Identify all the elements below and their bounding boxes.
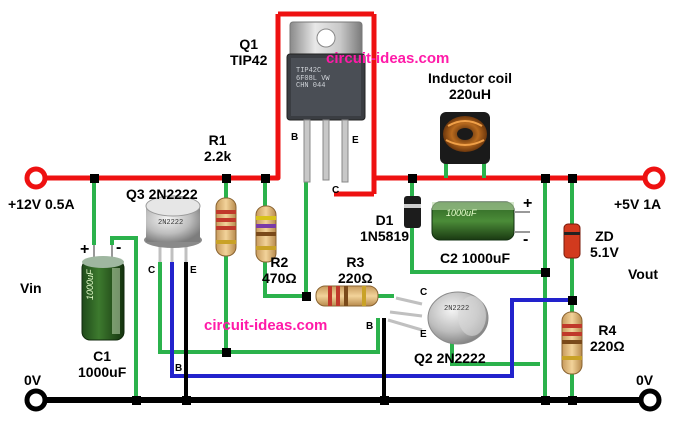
c1-marking: 1000uF <box>85 269 95 300</box>
r1-name: R1 <box>208 132 227 148</box>
terminal-output-positive <box>642 166 666 190</box>
q2-pin-b: B <box>366 321 374 332</box>
inductor-value: 220uH <box>448 86 492 103</box>
r3-label: R3 220Ω <box>338 254 373 286</box>
r4-name: R4 <box>598 322 617 338</box>
zd-name: ZD <box>595 228 614 244</box>
ground-label-left: 0V <box>24 372 42 388</box>
q3-pin-c: C <box>148 265 156 276</box>
c1-minus-mark: - <box>116 239 122 256</box>
d1-part: 1N5819 <box>360 228 410 245</box>
q1-marking-line3: CHN 044 <box>296 82 326 91</box>
output-rating-label: +5V 1A <box>614 196 662 212</box>
c1-capacitor <box>81 245 125 341</box>
terminal-ground-right <box>638 388 662 412</box>
c2-plus-mark: + <box>523 195 533 212</box>
r1-label: R1 2.2k <box>204 132 231 164</box>
d1-name: D1 <box>375 212 394 228</box>
inductor-name: Inductor coil <box>428 70 512 86</box>
terminal-input-positive <box>24 166 48 190</box>
zd-label: ZD 5.1V <box>590 228 619 260</box>
q1-pin-c: C <box>332 185 340 196</box>
q1-part: TIP42 <box>230 52 268 69</box>
r3-value: 220Ω <box>338 270 373 287</box>
r4-label: R4 220Ω <box>590 322 625 354</box>
q1-name: Q1 <box>239 36 259 52</box>
c2-minus-mark: - <box>523 231 529 248</box>
blue-feedback-wire <box>170 262 572 378</box>
q3-transistor <box>144 195 202 262</box>
q2-transistor <box>387 291 489 345</box>
d1-diode <box>404 196 421 228</box>
r1-value: 2.2k <box>204 148 232 165</box>
q1-marking: TIP42C 6F08L VW CHN 044 <box>296 67 330 91</box>
q2-pin-e: E <box>420 329 427 340</box>
vout-label: Vout <box>628 266 659 282</box>
inductor-coil <box>440 112 490 164</box>
q1-marking-line2: 6F08L VW <box>296 74 330 83</box>
green-wires <box>92 160 574 400</box>
r2-value: 470Ω <box>262 270 297 287</box>
junction-dots <box>90 174 577 405</box>
inductor-label: Inductor coil 220uH <box>428 70 512 102</box>
q2-marking: 2N2222 <box>444 305 470 313</box>
c2-marking: 1000uF <box>446 208 477 218</box>
q1-pin-e: E <box>352 135 359 146</box>
c1-value: 1000uF <box>78 364 127 381</box>
q3-pin-e: E <box>190 265 197 276</box>
r4-value: 220Ω <box>590 338 625 355</box>
c2-label: C2 1000uF <box>440 250 511 266</box>
input-rating-label: +12V 0.5A <box>8 196 75 212</box>
watermark-bottom: circuit-ideas.com <box>204 317 328 334</box>
zd-value: 5.1V <box>590 244 619 261</box>
r3-resistor <box>315 285 379 307</box>
c2-capacitor <box>431 201 530 241</box>
r2-label: R2 470Ω <box>262 254 297 286</box>
c1-label: C1 1000uF <box>78 348 126 380</box>
q1-pin-b: B <box>291 132 299 143</box>
vin-label: Vin <box>20 280 42 296</box>
watermark-top: circuit-ideas.com <box>326 50 450 67</box>
ground-label-right: 0V <box>636 372 654 388</box>
r3-name: R3 <box>346 254 365 270</box>
q2-label: Q2 2N2222 <box>414 350 486 366</box>
r4-resistor <box>561 311 583 375</box>
q3-pin-b: B <box>175 363 183 374</box>
q1-transistor <box>286 21 366 183</box>
c1-name: C1 <box>93 348 112 364</box>
r1-resistor <box>215 197 237 257</box>
terminal-ground-left <box>24 388 48 412</box>
q3-marking: 2N2222 <box>158 219 184 227</box>
q2-pin-c: C <box>420 287 428 298</box>
positive-input-rail <box>37 11 412 197</box>
zd-zener-diode <box>563 223 581 259</box>
d1-label: D1 1N5819 <box>360 212 409 244</box>
r2-name: R2 <box>270 254 289 270</box>
q1-marking-line1: TIP42C <box>296 67 322 75</box>
q3-label: Q3 2N2222 <box>126 186 198 202</box>
c1-plus-mark: + <box>80 241 90 258</box>
q1-label: Q1 TIP42 <box>230 36 267 68</box>
r2-resistor <box>255 205 277 263</box>
